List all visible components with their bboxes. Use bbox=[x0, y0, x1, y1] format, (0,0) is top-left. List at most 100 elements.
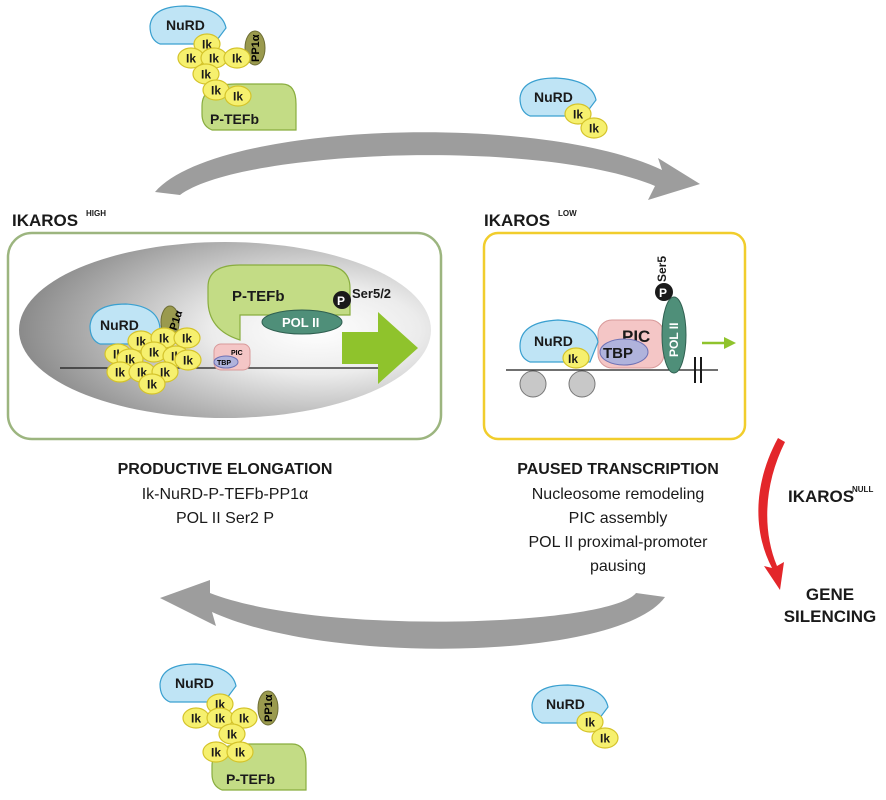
svg-text:Ik: Ik bbox=[568, 352, 578, 366]
ik-label: Ik bbox=[211, 84, 221, 98]
ik-label: Ik bbox=[215, 712, 225, 726]
ikaros-high-heading: IKAROS HIGH bbox=[12, 209, 106, 230]
bottom-cycle-arrow bbox=[160, 580, 665, 649]
ik-label: Ik bbox=[136, 335, 146, 349]
ik-subunit: Ik bbox=[174, 349, 202, 371]
svg-text:POL II: POL II bbox=[667, 323, 681, 357]
ik-label: Ik bbox=[600, 732, 610, 746]
nucleosome-1 bbox=[519, 370, 547, 398]
ik-subunit: Ik bbox=[591, 727, 619, 749]
ik-subunit: Ik bbox=[580, 117, 608, 139]
complex-top-left: NuRD P-TEFb PP1α bbox=[149, 5, 297, 131]
ik-label: Ik bbox=[211, 746, 221, 760]
svg-text:Ser5/2: Ser5/2 bbox=[352, 286, 391, 301]
ik-label: Ik bbox=[215, 698, 225, 712]
ik-label: Ik bbox=[202, 38, 212, 52]
svg-text:LOW: LOW bbox=[558, 209, 577, 218]
ik-subunit: Ik bbox=[140, 341, 168, 363]
right-caption-line: Nucleosome remodeling bbox=[532, 486, 705, 503]
left-caption-line: POL II Ser2 P bbox=[176, 510, 274, 527]
ik-group-left: IkIkIkIkIkIkIkIkIkIkIkIk bbox=[104, 327, 202, 395]
pol2-left: POL II bbox=[261, 309, 343, 335]
transcription-arrow-left bbox=[342, 312, 418, 384]
ik-subunit: Ik bbox=[206, 707, 234, 729]
ikaros-low-heading: IKAROS LOW bbox=[484, 209, 577, 230]
ik-label: Ik bbox=[115, 366, 125, 380]
ik-subunit: Ik bbox=[138, 373, 166, 395]
ik-label: Ik bbox=[125, 353, 135, 367]
pol2-right: POL II bbox=[661, 296, 687, 374]
ik-subunit: Ik bbox=[230, 707, 258, 729]
svg-text:POL II: POL II bbox=[282, 315, 319, 330]
right-caption-line: PIC assembly bbox=[569, 510, 668, 527]
ik-label: Ik bbox=[585, 716, 595, 730]
svg-text:IKAROS: IKAROS bbox=[12, 211, 78, 230]
phospho-left: P Ser5/2 bbox=[333, 286, 391, 309]
top-cycle-arrow bbox=[155, 132, 700, 200]
ik-label: Ik bbox=[137, 366, 147, 380]
svg-text:Ser5: Ser5 bbox=[655, 256, 669, 282]
ik-subunit: Ik bbox=[182, 707, 210, 729]
svg-text:P-TEFb: P-TEFb bbox=[232, 288, 285, 305]
ik-subunit: Ik bbox=[576, 711, 604, 733]
svg-text:P: P bbox=[659, 286, 667, 300]
right-caption-line: POL II proximal-promoter bbox=[528, 534, 708, 551]
ik-label: Ik bbox=[209, 52, 219, 66]
left-caption-title: PRODUCTIVE ELONGATION bbox=[118, 461, 333, 478]
productive-elongation-caption: PRODUCTIVE ELONGATION Ik-NuRD-P-TEFb-PP1… bbox=[118, 461, 333, 527]
ik-right: Ik bbox=[562, 347, 590, 369]
svg-text:P: P bbox=[337, 294, 345, 308]
ik-subunit: Ik bbox=[173, 327, 201, 349]
svg-text:PP1α: PP1α bbox=[250, 34, 262, 62]
ptefb-left: P-TEFb bbox=[207, 264, 351, 341]
ik-label: Ik bbox=[183, 354, 193, 368]
nucleosome-2 bbox=[568, 370, 596, 398]
pause-mark bbox=[694, 357, 702, 383]
svg-text:NULL: NULL bbox=[852, 485, 873, 494]
ik-label: Ik bbox=[159, 332, 169, 346]
ik-subunit: Ik bbox=[223, 47, 251, 69]
tbp-right: TBP bbox=[599, 338, 649, 366]
gene-silencing-label: GENE bbox=[806, 585, 854, 604]
svg-text:IKAROS: IKAROS bbox=[788, 487, 854, 506]
svg-text:NuRD: NuRD bbox=[534, 333, 573, 349]
ik-label: Ik bbox=[239, 712, 249, 726]
right-caption-line: pausing bbox=[590, 558, 646, 575]
right-caption-title: PAUSED TRANSCRIPTION bbox=[517, 461, 719, 478]
ik-label: Ik bbox=[147, 378, 157, 392]
ik-label: Ik bbox=[149, 346, 159, 360]
svg-text:TBP: TBP bbox=[217, 360, 231, 367]
ik-label: Ik bbox=[191, 712, 201, 726]
svg-text:NuRD: NuRD bbox=[175, 675, 214, 691]
svg-text:NuRD: NuRD bbox=[100, 317, 139, 333]
ik-subunit: Ik bbox=[564, 103, 592, 125]
pic-left: PIC TBP bbox=[213, 343, 251, 371]
svg-text:IKAROS: IKAROS bbox=[484, 211, 550, 230]
ik-label: Ik bbox=[589, 122, 599, 136]
silencing-arrow bbox=[758, 438, 785, 590]
transcription-arrow-right bbox=[702, 337, 736, 349]
ik-label: Ik bbox=[160, 366, 170, 380]
svg-text:P-TEFb: P-TEFb bbox=[226, 771, 275, 787]
ik-label: Ik bbox=[201, 68, 211, 82]
left-caption-line: Ik-NuRD-P-TEFb-PP1α bbox=[142, 486, 309, 503]
ik-label: Ik bbox=[182, 332, 192, 346]
ik-subunit: Ik bbox=[226, 741, 254, 763]
paused-transcription-caption: PAUSED TRANSCRIPTION Nucleosome remodeli… bbox=[517, 461, 719, 575]
ik-subunit: Ik bbox=[218, 723, 246, 745]
svg-text:PIC: PIC bbox=[231, 350, 243, 357]
ikaros-null-label: IKAROS NULL bbox=[788, 485, 873, 506]
ik-label: Ik bbox=[233, 90, 243, 104]
svg-text:PP1α: PP1α bbox=[263, 694, 275, 722]
svg-text:TBP: TBP bbox=[603, 345, 633, 362]
svg-text:P-TEFb: P-TEFb bbox=[210, 111, 259, 127]
ik-label: Ik bbox=[186, 52, 196, 66]
ik-label: Ik bbox=[573, 108, 583, 122]
svg-text:NuRD: NuRD bbox=[166, 17, 205, 33]
svg-text:HIGH: HIGH bbox=[86, 209, 106, 218]
